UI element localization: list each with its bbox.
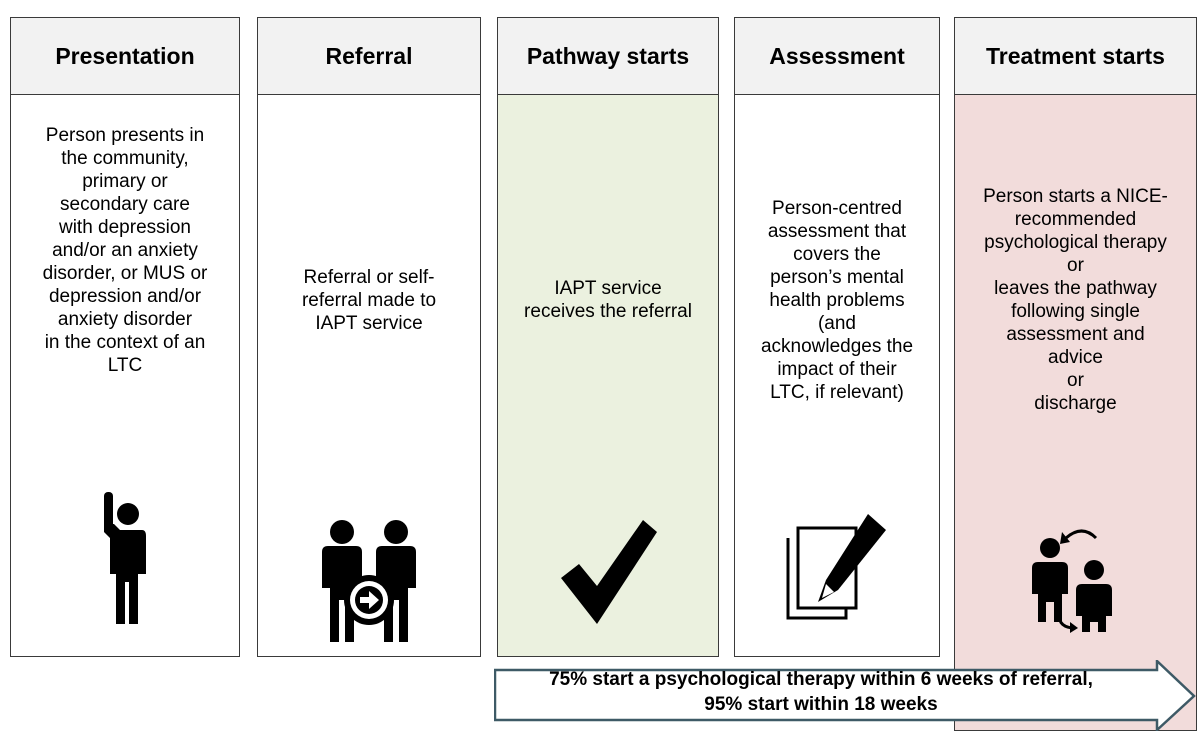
stage-title: Assessment (735, 18, 939, 95)
stage-description: Referral or self- referral made to IAPT … (262, 94, 476, 506)
stage-description-text: Person presents in the community, primar… (42, 125, 208, 376)
people-referral-arrow-icon (322, 520, 416, 642)
stage-description-text: Person starts a NICE- recommended psycho… (983, 186, 1168, 414)
target-arrow (494, 660, 1196, 731)
stage-title: Treatment starts (955, 18, 1196, 95)
stage-pathway-starts: Pathway starts IAPT service receives the… (497, 17, 719, 657)
stage-description-text: Referral or self- referral made to IAPT … (301, 266, 437, 334)
stage-description-text: IAPT service receives the referral (524, 278, 692, 322)
stage-title: Presentation (11, 18, 239, 95)
stage-description: IAPT service receives the referral (502, 94, 714, 506)
checkmark-icon (561, 520, 657, 624)
stage-description: Person-centred assessment that covers th… (739, 94, 935, 506)
stage-title: Referral (258, 18, 480, 95)
document-pencil-icon (786, 514, 886, 620)
target-arrow-text: 75% start a psychological therapy within… (496, 666, 1146, 718)
stage-description: Person presents in the community, primar… (15, 94, 235, 506)
people-exchange-arrows-icon (1031, 529, 1112, 633)
target-arrow-line-2: 95% start within 18 weeks (704, 694, 938, 715)
stage-description-text: Person-centred assessment that covers th… (760, 197, 914, 403)
stage-treatment-starts: Treatment starts Person starts a NICE- r… (954, 17, 1197, 731)
stage-assessment: Assessment Person-centred assessment tha… (734, 17, 940, 657)
stage-presentation: Presentation Person presents in the comm… (10, 17, 240, 657)
stage-title: Pathway starts (498, 18, 718, 95)
stage-description: Person starts a NICE- recommended psycho… (959, 94, 1192, 506)
person-raising-hand-icon (104, 492, 146, 624)
target-arrow-line-1: 75% start a psychological therapy within… (549, 669, 1093, 690)
stage-referral: Referral Referral or self- referral made… (257, 17, 481, 657)
